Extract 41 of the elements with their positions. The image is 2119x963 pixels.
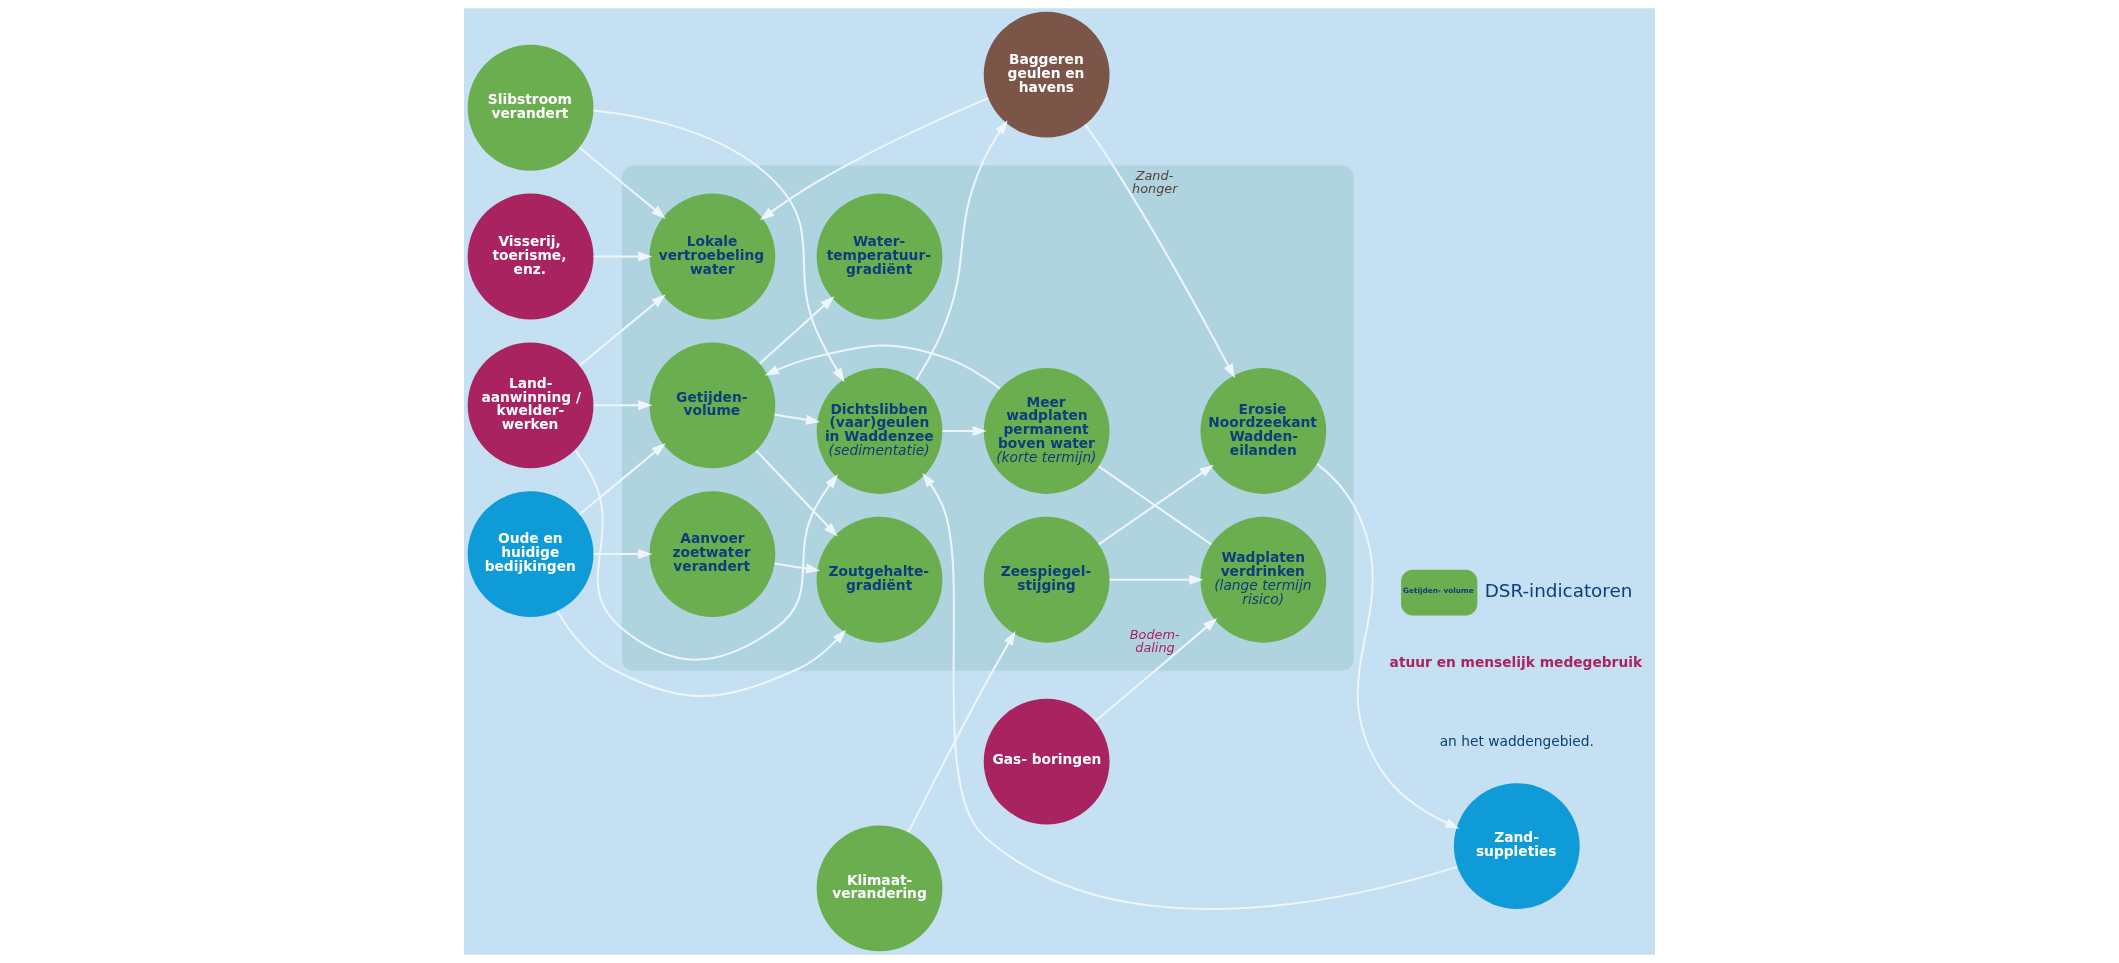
arrow	[593, 109, 845, 383]
node-circle: Water- temperatuur- gradiënt	[816, 193, 943, 320]
node-circle: Zand- suppleties	[1453, 783, 1580, 909]
edge-label: Bodem- daling	[1129, 626, 1180, 655]
arrow	[759, 296, 835, 365]
arrow	[915, 120, 1008, 381]
arrow	[593, 400, 653, 411]
arrow	[593, 251, 653, 262]
arrow	[1109, 574, 1204, 585]
arrow	[764, 344, 1001, 390]
arrow	[774, 413, 821, 425]
arrow	[593, 549, 653, 559]
node-circle: Meer wadplaten permanent boven water (korte termijn)	[983, 368, 1110, 494]
arrow	[942, 426, 987, 436]
node-circle: Klimaat- verandering	[816, 825, 943, 952]
node-circle: Oude en huidige bedijkingen	[467, 491, 594, 617]
arrow	[556, 610, 847, 697]
label: atuur en menselijk medegebruik	[1389, 653, 1643, 670]
arrow	[1316, 463, 1460, 829]
node-circle: Gas- boringen	[983, 698, 1110, 825]
cluster	[621, 165, 1354, 671]
arrow	[1084, 124, 1235, 379]
label: an het waddengebied.	[1439, 733, 1594, 750]
edge-label: Zand- honger	[1132, 168, 1178, 197]
arrow	[760, 97, 989, 221]
node-circle: Visserij, toerisme, enz.	[467, 193, 594, 320]
node-circle: Land- aanwinning / kwelder- werken	[467, 342, 594, 469]
node-circle: Aanvoer zoetwater verandert	[649, 491, 776, 617]
legend-label: DSR-indicatoren	[1484, 580, 1633, 602]
arrow	[578, 443, 666, 516]
arrow	[578, 294, 666, 367]
node-circle: Slibstroom verandert	[467, 44, 594, 171]
label: Getijden- volume	[1402, 586, 1474, 596]
arrow	[774, 562, 821, 574]
arrow	[1094, 618, 1218, 722]
arrow	[578, 146, 666, 219]
node-circle: Zeespiegel- stijging	[983, 516, 1110, 643]
arrow	[574, 449, 838, 661]
arrow	[755, 449, 838, 537]
arrow	[922, 473, 1458, 910]
arrow	[907, 630, 1016, 833]
